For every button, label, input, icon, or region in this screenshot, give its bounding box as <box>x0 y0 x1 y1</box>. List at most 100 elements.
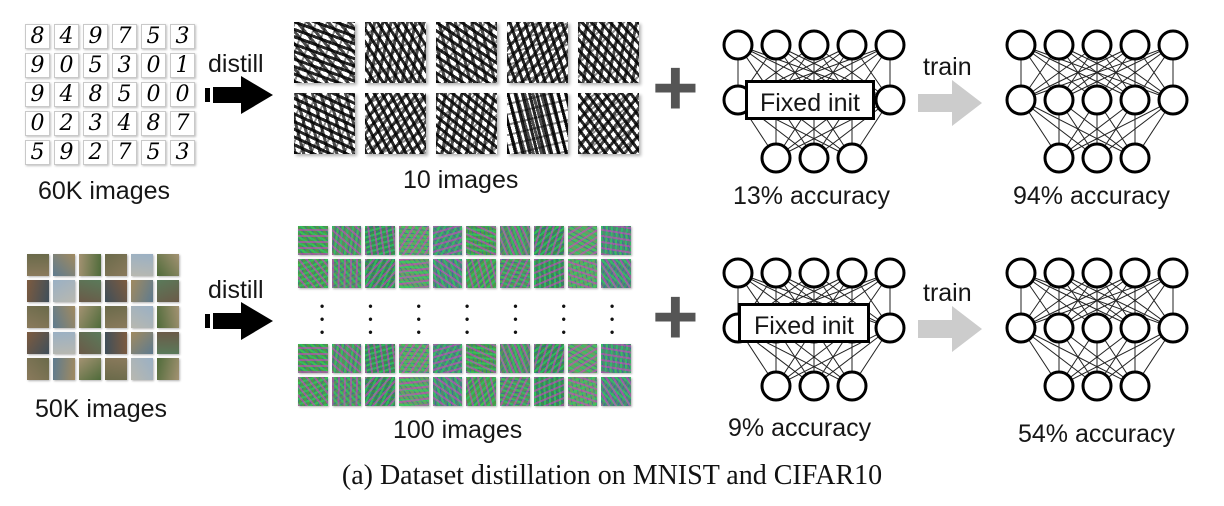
cifar-sample-image <box>53 306 75 328</box>
distilled-cifar-image <box>298 226 328 255</box>
mnist-digit-cell: 5 <box>25 140 50 165</box>
vertical-ellipsis-icon: ••• <box>368 299 373 339</box>
network-edge <box>1058 44 1174 101</box>
distilled-cifar-image <box>533 377 564 406</box>
cifar-sample-image <box>53 254 75 276</box>
vertical-ellipsis-icon: ••• <box>465 299 470 339</box>
fixed-init-label-mnist: Fixed init <box>745 80 875 120</box>
cifar-sample-image <box>157 280 179 302</box>
distilled-mnist-image <box>507 22 568 83</box>
distilled-mnist-image <box>365 93 426 154</box>
distilled-cifar-image <box>601 377 631 406</box>
distill-label-mnist: distill <box>208 50 264 78</box>
cifar-sample-image <box>105 280 127 302</box>
network-node <box>1043 257 1075 289</box>
mnist-digit-cell: 4 <box>54 24 79 49</box>
figure-caption: (a) Dataset distillation on MNIST and CI… <box>341 460 883 491</box>
distilled-mnist-image <box>578 22 639 83</box>
distilled-cifar-image <box>466 344 497 373</box>
distilled-cifar-image <box>298 259 328 288</box>
network-edge <box>1058 272 1174 329</box>
distilled-cifar-image <box>500 344 530 373</box>
network-node <box>1043 370 1075 402</box>
mnist-digit-cell: 9 <box>54 140 79 165</box>
network-node <box>1081 142 1113 174</box>
distilled-mnist-image <box>294 22 355 83</box>
mnist-digit-cell: 7 <box>170 111 195 136</box>
network-edge <box>1096 99 1174 159</box>
vertical-ellipsis-icon: ••• <box>320 299 325 339</box>
distilled-cifar-image <box>331 259 362 288</box>
cifar-sample-image <box>79 358 101 380</box>
cifar-sample-image <box>27 358 49 380</box>
mnist-digit-cell: 3 <box>170 140 195 165</box>
mnist-digit-cell: 5 <box>112 82 137 107</box>
network-edge <box>1020 272 1136 329</box>
cifar-sample-image <box>157 332 179 354</box>
network-node <box>760 29 792 61</box>
network-node <box>760 257 792 289</box>
mnist-digit-cell: 0 <box>54 53 79 78</box>
distilled-label-cifar: 100 images <box>393 416 523 444</box>
distilled-mnist-image <box>578 93 639 154</box>
cifar-sample-image <box>105 332 127 354</box>
distilled-cifar-image <box>365 344 396 373</box>
trained-accuracy-mnist: 94% accuracy <box>1013 182 1171 210</box>
network-node <box>1157 257 1189 289</box>
vertical-ellipsis-icon: ••• <box>513 299 518 339</box>
distilled-cifar-image <box>601 344 631 373</box>
network-node <box>1119 312 1151 344</box>
distilled-cifar-image <box>399 377 429 406</box>
network-node <box>836 370 868 402</box>
train-arrow-mnist-icon <box>918 80 982 126</box>
mnist-digit-cell: 4 <box>112 111 137 136</box>
network-node <box>760 370 792 402</box>
distilled-cifar-image <box>466 226 497 255</box>
network-node <box>1081 312 1113 344</box>
cifar-sample-image <box>131 254 153 276</box>
distilled-cifar-image <box>500 226 530 255</box>
network-edge <box>1020 44 1098 101</box>
network-node <box>1043 29 1075 61</box>
mnist-digit-cell: 8 <box>83 82 108 107</box>
mnist-digit-cell: 3 <box>83 111 108 136</box>
network-node <box>722 29 754 61</box>
distilled-cifar-image <box>601 259 631 288</box>
mnist-digit-cell: 1 <box>170 53 195 78</box>
cifar-sample-image <box>27 306 49 328</box>
network-node <box>1043 312 1075 344</box>
plus-sign-cifar: + <box>652 272 699 361</box>
cifar-sample-image <box>131 306 153 328</box>
mnist-digit-cell: 4 <box>54 82 79 107</box>
network-node <box>1005 29 1037 61</box>
network-edge <box>775 327 891 387</box>
cifar-sample-image <box>131 332 153 354</box>
network-node <box>874 257 906 289</box>
vertical-ellipsis-icon: ••• <box>561 299 566 339</box>
cifar-sample-image <box>79 254 101 276</box>
network-edge <box>1020 44 1136 101</box>
cifar-sample-image <box>27 254 49 276</box>
network-node <box>1119 257 1151 289</box>
distill-arrow-mnist-icon <box>205 76 273 114</box>
cifar-sample-image <box>157 358 179 380</box>
distilled-mnist-image <box>507 93 568 154</box>
init-accuracy-cifar: 9% accuracy <box>728 414 872 442</box>
vertical-ellipsis-icon: ••• <box>610 299 615 339</box>
cifar-sample-image <box>53 358 75 380</box>
distilled-cifar-image <box>567 377 598 406</box>
mnist-digit-cell: 9 <box>83 24 108 49</box>
mnist-digit-cell: 2 <box>83 140 108 165</box>
network-node <box>1005 312 1037 344</box>
mnist-digit-cell: 9 <box>25 53 50 78</box>
distilled-mnist-image <box>436 22 497 83</box>
cifar-sample-image <box>105 306 127 328</box>
distilled-cifar-image <box>399 226 429 255</box>
cifar-image-grid <box>27 254 179 380</box>
train-arrow-cifar-icon <box>918 306 982 352</box>
init-accuracy-mnist: 13% accuracy <box>733 182 891 210</box>
network-edge <box>1020 44 1174 101</box>
network-edge <box>1020 272 1174 329</box>
mnist-digit-cell: 0 <box>141 53 166 78</box>
